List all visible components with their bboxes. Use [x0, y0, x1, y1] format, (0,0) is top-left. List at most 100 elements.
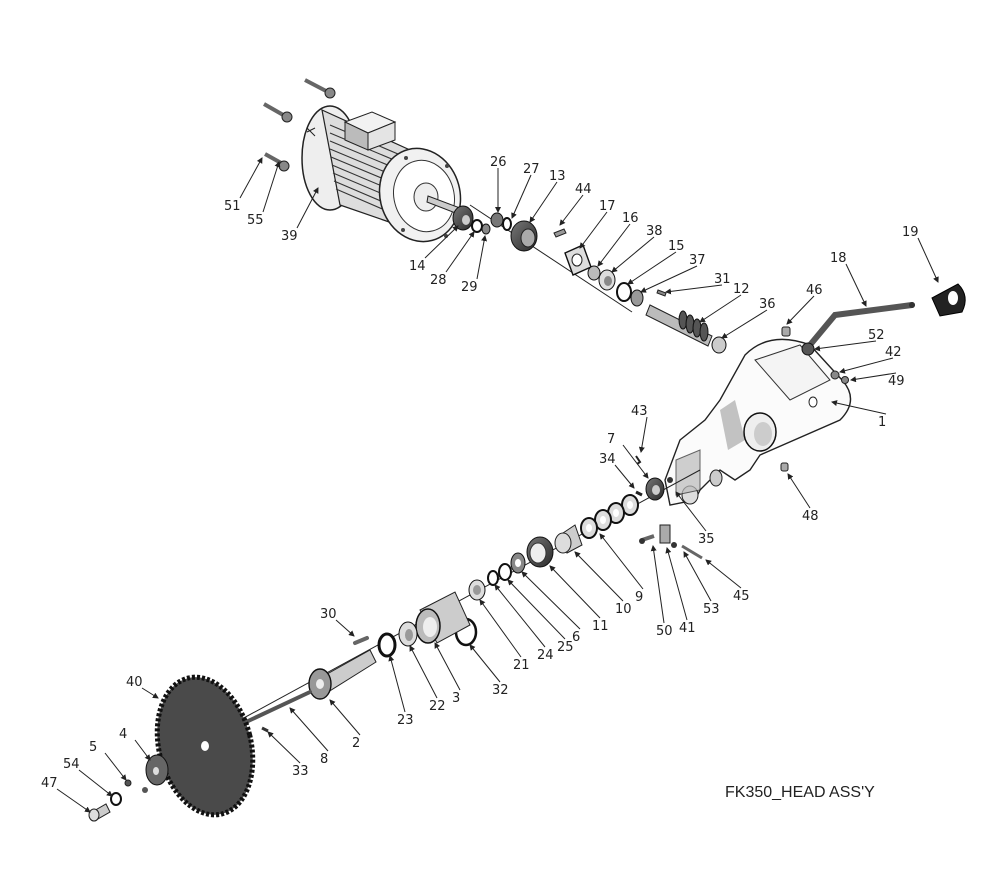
leader-line-22 — [409, 645, 438, 699]
worm-shaft-part-12 — [645, 304, 713, 347]
bolt-part-45 — [681, 544, 703, 560]
part-label-37: 37 — [689, 253, 706, 268]
screw-part-50 — [639, 534, 655, 544]
part-label-34: 34 — [599, 452, 616, 467]
part-label-27: 27 — [523, 162, 540, 177]
plug-part-46 — [781, 326, 791, 337]
part-label-15: 15 — [668, 239, 685, 254]
leader-line-44 — [559, 194, 584, 226]
part-label-46: 46 — [806, 283, 823, 298]
ring-part-37 — [630, 289, 644, 307]
gear-part-7 — [645, 477, 665, 501]
leader-line-16 — [597, 223, 631, 267]
leader-line-52 — [814, 340, 877, 352]
leader-line-30 — [335, 619, 355, 637]
part-label-43: 43 — [631, 404, 648, 419]
part-label-32: 32 — [492, 683, 509, 698]
washer-part-54 — [110, 792, 122, 806]
leader-line-8 — [289, 707, 329, 752]
screw-part-35 — [667, 477, 673, 483]
leader-line-14 — [424, 225, 459, 259]
plug-part-48 — [780, 462, 789, 472]
seal-part-23 — [377, 632, 397, 658]
flange-part-4 — [142, 754, 169, 793]
leader-line-10 — [574, 551, 624, 602]
leader-line-13 — [529, 181, 558, 223]
leader-line-23 — [388, 655, 406, 713]
spindle-part-2 — [308, 649, 377, 700]
part-label-24: 24 — [537, 648, 554, 663]
leader-line-49 — [850, 372, 897, 383]
part-label-25: 25 — [557, 640, 574, 655]
leader-line-5 — [104, 752, 127, 781]
bearing-part-22 — [398, 621, 418, 647]
part-label-21: 21 — [513, 658, 530, 673]
part-label-12: 12 — [733, 282, 750, 297]
handle-rod-part-18 — [807, 302, 915, 348]
part-label-50: 50 — [656, 624, 673, 639]
leader-line-21 — [479, 599, 522, 658]
leader-line-11 — [549, 565, 601, 619]
leader-line-3 — [434, 642, 461, 691]
leader-line-12 — [699, 294, 742, 323]
washer-part-26 — [490, 212, 504, 228]
leader-line-27 — [511, 174, 532, 219]
leader-line-54 — [78, 769, 113, 797]
leader-line-2 — [329, 699, 361, 736]
part-label-14: 14 — [409, 259, 426, 274]
key-part-34 — [635, 490, 643, 497]
part-label-9: 9 — [635, 590, 643, 605]
part-label-10: 10 — [615, 602, 632, 617]
leader-line-48 — [787, 473, 811, 509]
leader-line-17 — [579, 211, 608, 249]
part-label-30: 30 — [320, 607, 337, 622]
part-label-44: 44 — [575, 182, 592, 197]
part-label-5: 5 — [89, 740, 97, 755]
leader-line-29 — [476, 235, 488, 280]
bearing-part-16 — [587, 265, 601, 281]
bushing-part-10 — [554, 524, 583, 554]
part-label-41: 41 — [679, 621, 696, 636]
part-label-47: 47 — [41, 776, 58, 791]
screw-part-49 — [841, 376, 849, 384]
leader-line-18 — [845, 263, 867, 307]
key-part-30 — [353, 636, 369, 645]
leader-line-51 — [239, 157, 263, 199]
leader-line-42 — [839, 357, 894, 374]
nut-part-29 — [481, 223, 491, 235]
leader-line-7 — [622, 444, 649, 479]
washer-part-28 — [471, 219, 483, 233]
part-label-54: 54 — [63, 757, 80, 772]
part-label-3: 3 — [452, 691, 460, 706]
leader-line-38 — [611, 236, 655, 273]
leader-line-37 — [640, 265, 698, 293]
bushing-part-36 — [711, 336, 727, 354]
gear-part-11 — [526, 536, 554, 568]
leader-line-40 — [141, 687, 159, 699]
ring-part-25 — [498, 563, 512, 581]
part-label-29: 29 — [461, 280, 478, 295]
part-label-28: 28 — [430, 273, 447, 288]
handle-grip-part-19 — [931, 283, 966, 317]
bearing-part-21 — [468, 579, 486, 601]
leader-line-53 — [683, 551, 712, 602]
bolt-part-47 — [88, 803, 111, 822]
leader-line-47 — [56, 788, 91, 813]
part-label-52: 52 — [868, 328, 885, 343]
diagram-title: FK350_HEAD ASS'Y — [725, 784, 875, 801]
part-label-36: 36 — [759, 297, 776, 312]
saw-blade-part-40 — [154, 674, 256, 818]
part-label-22: 22 — [429, 699, 446, 714]
leader-line-32 — [469, 644, 501, 683]
pin-part-43 — [635, 455, 642, 465]
leader-line-1 — [831, 400, 887, 415]
leader-line-43 — [638, 416, 648, 453]
part-label-53: 53 — [703, 602, 720, 617]
leader-line-24 — [494, 584, 546, 648]
head-housing-part-1 — [664, 338, 852, 506]
part-label-17: 17 — [599, 199, 616, 214]
part-label-38: 38 — [646, 224, 663, 239]
leader-line-6 — [521, 571, 581, 630]
part-label-8: 8 — [320, 752, 328, 767]
part-label-13: 13 — [549, 169, 566, 184]
